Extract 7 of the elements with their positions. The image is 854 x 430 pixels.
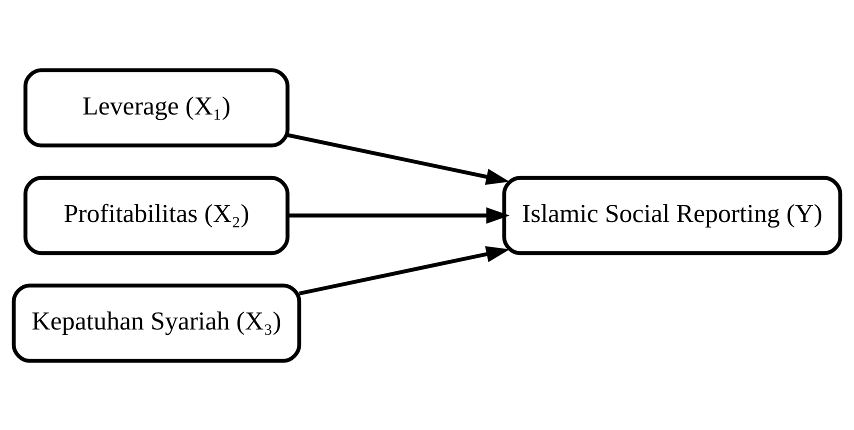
arrow [288, 206, 510, 224]
arrow [287, 132, 510, 184]
node-box: Profitabilitas (X₂) [24, 175, 290, 255]
node-box: Leverage (X₁) [24, 68, 290, 147]
node-box: Islamic Social Reporting (Y) [502, 175, 842, 255]
node-box: Kepatuhan Syariah (X₃) [12, 283, 302, 362]
arrow [298, 246, 510, 295]
